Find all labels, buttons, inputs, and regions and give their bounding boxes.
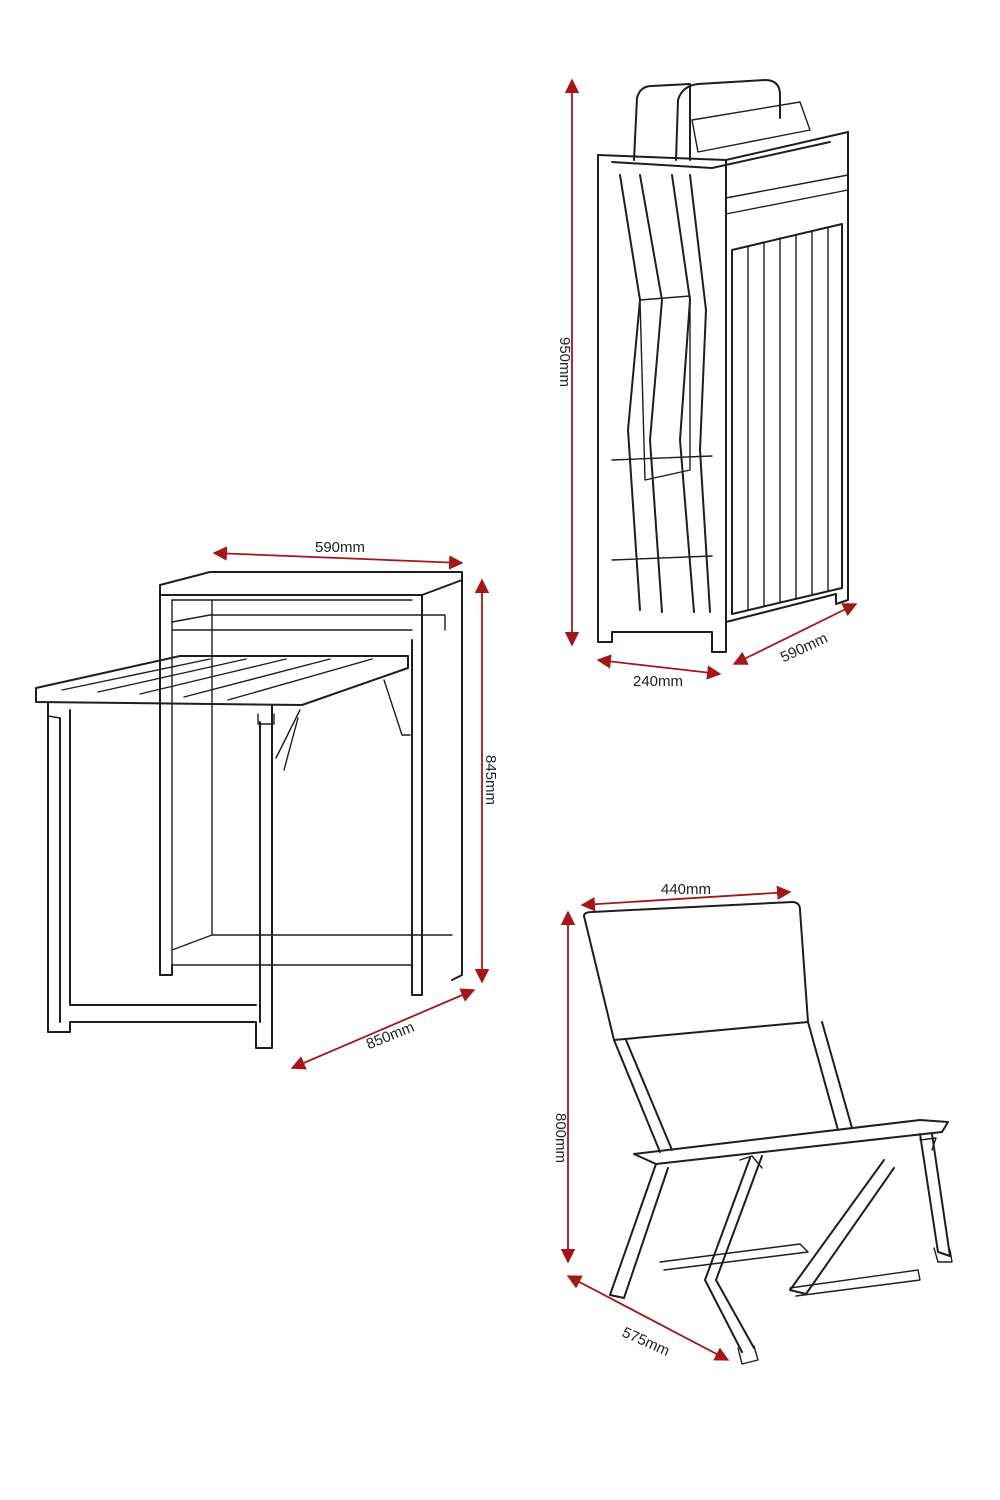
storage-width-dimension-line	[732, 603, 858, 665]
table-leg-front-left	[47, 701, 273, 1049]
chair-back-width-dimension-line	[580, 885, 792, 912]
table-back-frame-left	[159, 594, 173, 976]
storage-depth-dimension-line	[596, 654, 722, 680]
storage-depth-label: 240mm	[633, 673, 683, 690]
storage-slats	[747, 227, 829, 611]
chair-depth-dimension-line	[566, 1275, 730, 1361]
table-back-bottom	[171, 934, 453, 966]
storage-frame-side	[725, 131, 849, 623]
folded-chair-back-2	[675, 79, 781, 161]
storage-slat-panel	[731, 223, 843, 615]
storage-frame-top	[597, 131, 849, 161]
storage-width-label: 590mm	[778, 630, 831, 667]
chair-rear-leg-lower	[789, 1159, 895, 1295]
folded-chair-seat-top	[691, 101, 811, 153]
storage-height-label: 950mm	[556, 337, 573, 387]
table-back-frame-top	[159, 571, 463, 596]
table-inner-uprights	[171, 599, 213, 966]
table-top-width-dimension-line	[212, 546, 464, 570]
folded-chair-seat	[639, 295, 691, 481]
chair-pivot-tubes	[739, 1137, 937, 1169]
table-height-label: 845mm	[482, 755, 499, 805]
storage-frame-top-inner	[611, 141, 831, 169]
chair-cross-legs	[704, 1155, 763, 1353]
table-top	[35, 655, 409, 706]
table-support-bracket	[275, 679, 411, 771]
storage-unit-drawing	[597, 79, 849, 653]
table-extended-depth-dimension-line	[290, 988, 476, 1070]
table-drawing	[35, 571, 463, 1049]
chair-depth-label: 575mm	[620, 1324, 673, 1360]
folded-chair-back-1	[633, 83, 691, 161]
storage-rail-1	[725, 174, 849, 199]
chair-crossbars	[659, 1243, 921, 1297]
table-top-width-label: 590mm	[315, 539, 365, 556]
table-back-shelf	[171, 599, 446, 631]
table-leg-inner	[59, 709, 261, 1023]
table-corner-caps	[47, 703, 275, 725]
folded-chair-legs-1	[619, 174, 663, 613]
chair-back-width-label: 440mm	[661, 881, 711, 898]
chair-drawing	[583, 901, 953, 1365]
table-extended-depth-label: 850mm	[364, 1019, 417, 1054]
chair-backrest	[583, 901, 809, 1041]
folded-chair-legs-2	[671, 174, 711, 613]
chair-front-legs	[609, 1133, 951, 1299]
table-back-frame-right	[411, 579, 463, 996]
chair-back-legs	[613, 1021, 853, 1153]
chair-foot-caps	[737, 1247, 953, 1365]
chair-seat	[633, 1119, 949, 1165]
chair-height-label: 800mm	[552, 1113, 569, 1163]
folded-chair-crossbar	[611, 455, 713, 561]
table-top-slats	[61, 658, 373, 701]
storage-rail-2	[725, 189, 849, 215]
storage-frame-front	[597, 154, 727, 653]
dimension-lines	[212, 78, 858, 1361]
